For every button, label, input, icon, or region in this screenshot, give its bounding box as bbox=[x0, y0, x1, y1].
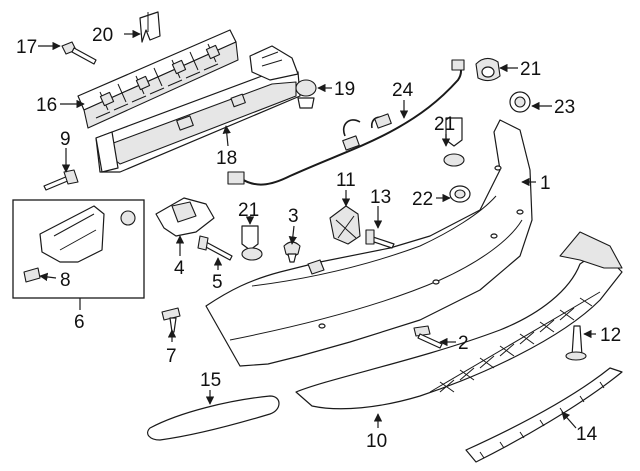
park-sensor-part bbox=[475, 57, 501, 82]
mount-bolt-part bbox=[197, 235, 233, 261]
valance-part bbox=[295, 231, 623, 410]
callout-10: 10 bbox=[366, 431, 387, 452]
callout-3: 3 bbox=[288, 206, 299, 227]
impact-bar-part bbox=[95, 45, 301, 173]
callout-6: 6 bbox=[74, 312, 85, 333]
callout-21-top: 21 bbox=[520, 59, 541, 80]
push-clip-part bbox=[283, 241, 301, 263]
callout-16: 16 bbox=[36, 95, 57, 116]
inset-bracket-group bbox=[12, 199, 145, 299]
bracket-clip-part bbox=[139, 11, 161, 43]
sensor-grommet-part bbox=[509, 91, 531, 113]
energy-absorber-part bbox=[77, 29, 239, 129]
bolt-part bbox=[61, 41, 97, 65]
trim-strip-part bbox=[465, 367, 623, 463]
sensor-bezel-part bbox=[449, 185, 471, 203]
callout-21-mid: 21 bbox=[434, 114, 455, 135]
lower-screw-part bbox=[413, 325, 443, 349]
stud-bolt-part bbox=[43, 169, 79, 191]
callout-1: 1 bbox=[540, 173, 551, 194]
trim-clip-part bbox=[565, 325, 587, 361]
callout-17: 17 bbox=[16, 37, 37, 58]
callout-7: 7 bbox=[166, 346, 177, 367]
callout-11: 11 bbox=[336, 170, 356, 191]
callout-9: 9 bbox=[60, 129, 71, 150]
callout-2: 2 bbox=[458, 333, 469, 354]
callout-14: 14 bbox=[576, 424, 598, 445]
leader-lines bbox=[38, 29, 596, 429]
reflector-part bbox=[147, 395, 280, 441]
callout-8: 8 bbox=[60, 270, 71, 291]
callout-18: 18 bbox=[216, 148, 237, 169]
callout-24: 24 bbox=[392, 80, 414, 101]
callout-12: 12 bbox=[600, 325, 621, 346]
retainer-bolt-part bbox=[365, 229, 395, 249]
callout-20: 20 bbox=[92, 25, 113, 46]
mount-bracket-part bbox=[155, 197, 215, 237]
callout-21-low: 21 bbox=[238, 200, 259, 221]
park-sensor-part-3 bbox=[241, 225, 263, 261]
callout-19: 19 bbox=[334, 79, 355, 100]
callout-5: 5 bbox=[212, 272, 223, 293]
bumper-cover-part bbox=[205, 119, 533, 367]
callout-13: 13 bbox=[370, 187, 391, 208]
side-bracket-part bbox=[329, 205, 361, 245]
callout-labels: 17 20 16 9 18 19 24 21 23 21 1 22 11 13 … bbox=[16, 25, 621, 452]
callout-4: 4 bbox=[174, 258, 185, 279]
screw-part bbox=[161, 307, 181, 333]
callout-23: 23 bbox=[554, 97, 575, 118]
push-pin-part bbox=[295, 79, 317, 109]
wiring-harness-part bbox=[227, 59, 465, 186]
callout-15: 15 bbox=[200, 370, 221, 391]
callout-22: 22 bbox=[412, 189, 433, 210]
